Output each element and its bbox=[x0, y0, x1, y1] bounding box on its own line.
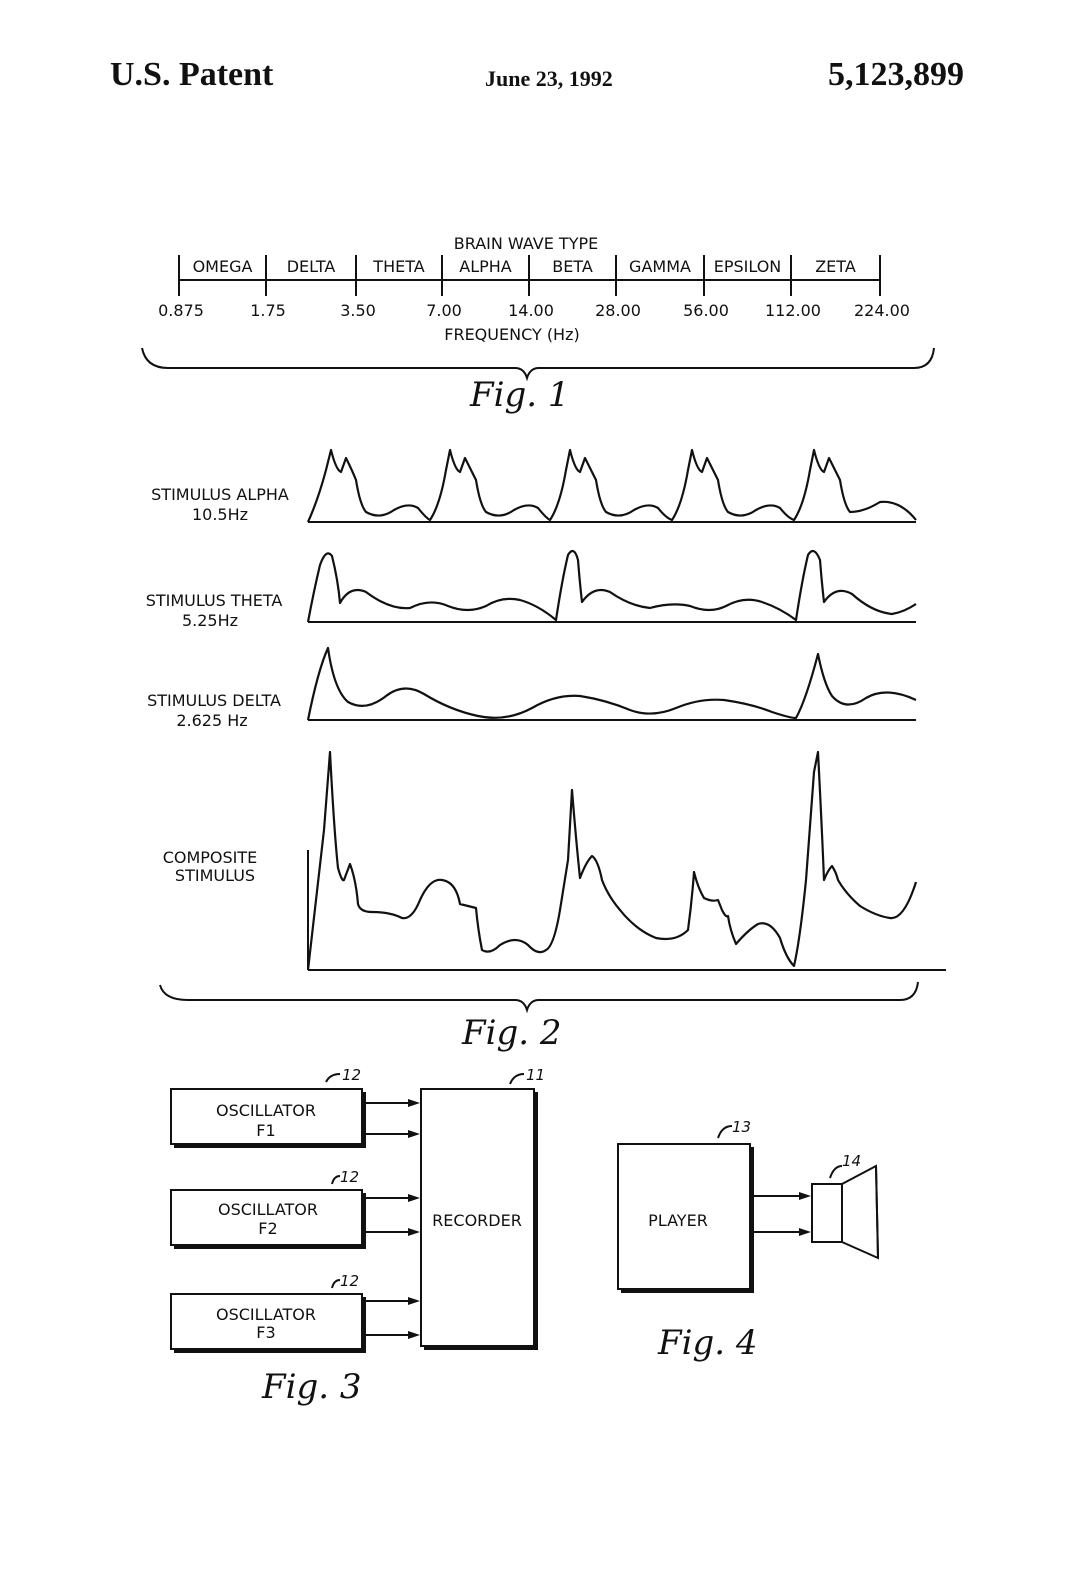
ref-leader-recorder bbox=[509, 1073, 525, 1085]
fig2-alpha-name: STIMULUS ALPHA bbox=[151, 485, 289, 504]
oscillator-f1-label: OSCILLATOR bbox=[216, 1101, 316, 1120]
player-block: PLAYER bbox=[617, 1143, 754, 1293]
fig1-brace bbox=[141, 347, 935, 382]
fig2-theta-freq: 5.25Hz bbox=[182, 611, 238, 630]
fig1-tick-label: 112.00 bbox=[765, 301, 821, 320]
signal-arrow-head bbox=[408, 1297, 420, 1305]
fig2-alpha-freq: 10.5Hz bbox=[192, 505, 248, 524]
signal-arrow-head bbox=[408, 1194, 420, 1202]
fig4-signal-arrows bbox=[754, 1192, 811, 1236]
recorder-label: RECORDER bbox=[432, 1211, 522, 1230]
signal-arrow-head bbox=[408, 1130, 420, 1138]
fig4-caption: Fig. 4 bbox=[657, 1323, 757, 1363]
fig1-tick-label: 224.00 bbox=[854, 301, 910, 320]
ref-leader-osc2 bbox=[331, 1175, 341, 1185]
fig1-band-label: EPSILON bbox=[714, 257, 782, 276]
fig1-band-label: ALPHA bbox=[459, 257, 512, 276]
fig1-band-label: OMEGA bbox=[193, 257, 253, 276]
oscillator-f2-block: OSCILLATOR F2 bbox=[170, 1189, 366, 1249]
fig1-band-label: GAMMA bbox=[629, 257, 691, 276]
fig1-brain-wave-scale: BRAIN WAVE TYPE OMEGA DELTA THETA ALPHA BETA… bbox=[141, 234, 935, 415]
fig3-caption: Fig. 3 bbox=[261, 1367, 361, 1407]
signal-arrow-head bbox=[408, 1331, 420, 1339]
recorder-block: RECORDER bbox=[420, 1088, 538, 1350]
fig1-tick-label: 0.875 bbox=[158, 301, 204, 320]
fig2-delta-freq: 2.625 Hz bbox=[176, 711, 247, 730]
player-label: PLAYER bbox=[648, 1211, 708, 1230]
ref-osc2: 12 bbox=[340, 1168, 359, 1186]
patent-label: U.S. Patent bbox=[110, 56, 274, 93]
oscillator-f1-sub: F1 bbox=[256, 1121, 275, 1140]
ref-leader-osc1 bbox=[325, 1073, 341, 1083]
ref-recorder: 11 bbox=[526, 1066, 545, 1084]
signal-arrow-head bbox=[408, 1228, 420, 1236]
fig1-tick-label: 28.00 bbox=[595, 301, 641, 320]
fig2-theta-name: STIMULUS THETA bbox=[146, 591, 283, 610]
ref-speaker: 14 bbox=[842, 1152, 861, 1170]
fig1-tick-label: 14.00 bbox=[508, 301, 554, 320]
ref-osc1: 12 bbox=[342, 1066, 361, 1084]
fig1-caption: Fig. 1 bbox=[469, 375, 569, 415]
fig1-tick-label: 1.75 bbox=[250, 301, 286, 320]
fig1-band-label: ZETA bbox=[815, 257, 856, 276]
oscillator-f2-label: OSCILLATOR bbox=[218, 1200, 318, 1219]
ref-player: 13 bbox=[732, 1118, 751, 1136]
patent-number: 5,123,899 bbox=[828, 56, 964, 93]
fig1-tick-label: 56.00 bbox=[683, 301, 729, 320]
fig1-tick-label: 7.00 bbox=[426, 301, 462, 320]
fig1-title: BRAIN WAVE TYPE bbox=[454, 234, 598, 253]
theta-waveform bbox=[306, 549, 917, 623]
patent-date: June 23, 1992 bbox=[485, 66, 613, 91]
signal-arrow-head bbox=[408, 1099, 420, 1107]
speaker-icon bbox=[811, 1164, 880, 1260]
oscillator-f3-label: OSCILLATOR bbox=[216, 1305, 316, 1324]
oscillator-f2-sub: F2 bbox=[258, 1219, 277, 1238]
fig1-band-label: THETA bbox=[372, 257, 424, 276]
fig1-band-label: BETA bbox=[552, 257, 593, 276]
ref-osc3: 12 bbox=[340, 1272, 359, 1290]
signal-arrow-head bbox=[799, 1228, 811, 1236]
ref-leader-speaker bbox=[829, 1165, 843, 1179]
fig2-brace bbox=[159, 981, 919, 1014]
signal-arrow-head bbox=[799, 1192, 811, 1200]
ref-leader-player bbox=[717, 1125, 733, 1139]
delta-waveform bbox=[306, 646, 917, 721]
fig2-stimulus-waveforms: STIMULUS ALPHA 10.5Hz STIMULUS THETA 5.2… bbox=[146, 448, 946, 1053]
composite-waveform bbox=[306, 750, 918, 971]
fig1-tick-label: 3.50 bbox=[340, 301, 376, 320]
oscillator-f3-block: OSCILLATOR F3 bbox=[170, 1293, 366, 1353]
fig4-playback-diagram: PLAYER 13 14 Fig. 4 bbox=[617, 1118, 880, 1363]
fig2-caption: Fig. 2 bbox=[461, 1013, 561, 1053]
fig3-signal-arrows bbox=[366, 1099, 420, 1339]
oscillator-f3-sub: F3 bbox=[256, 1323, 275, 1342]
alpha-waveform bbox=[306, 448, 917, 523]
oscillator-f1-block: OSCILLATOR F1 bbox=[170, 1088, 366, 1148]
fig2-composite-name: COMPOSITE bbox=[163, 848, 258, 867]
fig2-delta-name: STIMULUS DELTA bbox=[147, 691, 281, 710]
fig2-composite-sub: STIMULUS bbox=[175, 866, 255, 885]
fig1-band-label: DELTA bbox=[287, 257, 336, 276]
fig3-block-diagram: OSCILLATOR F1 OSCILLATOR F2 OSCILLATOR F… bbox=[170, 1066, 545, 1407]
ref-leader-osc3 bbox=[331, 1279, 341, 1289]
fig1-axis-label: FREQUENCY (Hz) bbox=[444, 325, 579, 344]
